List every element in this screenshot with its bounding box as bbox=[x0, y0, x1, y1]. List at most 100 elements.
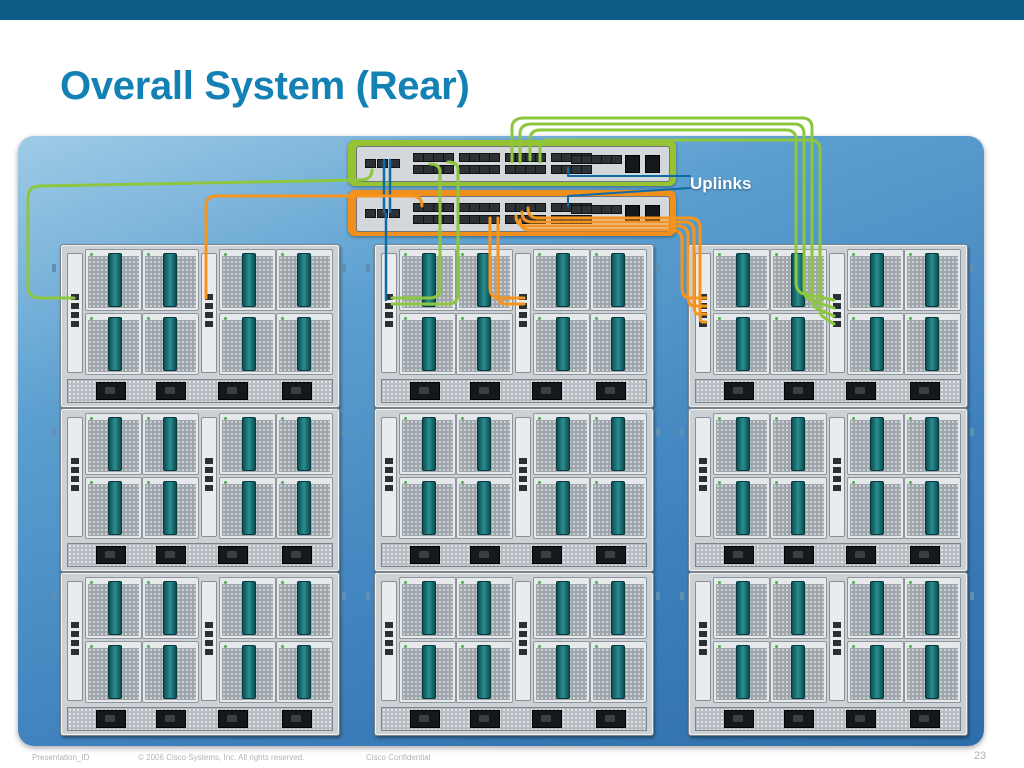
status-led bbox=[224, 317, 227, 320]
io-port bbox=[699, 303, 707, 309]
status-led bbox=[538, 417, 541, 420]
power-supply-inlet bbox=[282, 382, 312, 400]
power-plug bbox=[419, 387, 429, 394]
power-supply-row bbox=[67, 707, 333, 731]
blade-chassis bbox=[60, 244, 340, 408]
power-plug bbox=[419, 715, 429, 722]
io-port bbox=[833, 622, 841, 628]
blade-bay bbox=[456, 477, 513, 539]
blade-bay bbox=[142, 249, 199, 311]
status-led bbox=[538, 253, 541, 256]
status-led bbox=[852, 253, 855, 256]
io-port bbox=[699, 649, 707, 655]
io-module bbox=[381, 417, 397, 537]
io-port bbox=[205, 476, 213, 482]
io-module bbox=[829, 581, 845, 701]
status-led bbox=[90, 645, 93, 648]
blade-bay bbox=[847, 413, 904, 475]
mount-ear bbox=[366, 264, 370, 272]
io-port bbox=[71, 467, 79, 473]
io-port bbox=[833, 467, 841, 473]
status-led bbox=[538, 581, 541, 584]
bay-handle bbox=[108, 645, 122, 699]
sfp-port bbox=[489, 165, 500, 174]
power-supply-row bbox=[381, 379, 647, 403]
io-port bbox=[833, 303, 841, 309]
mount-ear bbox=[970, 264, 974, 272]
io-port bbox=[385, 294, 393, 300]
bay-handle bbox=[108, 253, 122, 307]
bay-handle bbox=[611, 645, 625, 699]
io-module bbox=[695, 581, 711, 701]
management-port bbox=[377, 159, 388, 168]
status-led bbox=[595, 481, 598, 484]
blade-bay bbox=[456, 641, 513, 703]
blade-bay bbox=[399, 577, 456, 639]
status-led bbox=[281, 481, 284, 484]
mount-ear bbox=[366, 428, 370, 436]
io-port bbox=[699, 631, 707, 637]
blade-bay bbox=[533, 313, 590, 375]
bay-handle bbox=[870, 581, 884, 635]
io-port bbox=[833, 649, 841, 655]
sfp-port bbox=[535, 165, 546, 174]
io-port bbox=[71, 640, 79, 646]
status-led bbox=[595, 581, 598, 584]
io-port bbox=[385, 649, 393, 655]
io-module bbox=[695, 253, 711, 373]
io-module bbox=[381, 581, 397, 701]
power-supply-inlet bbox=[218, 546, 248, 564]
io-port bbox=[699, 294, 707, 300]
power-supply-inlet bbox=[96, 710, 126, 728]
io-port bbox=[833, 458, 841, 464]
status-led bbox=[718, 253, 721, 256]
bay-handle bbox=[611, 317, 625, 371]
status-led bbox=[404, 317, 407, 320]
io-port bbox=[833, 485, 841, 491]
power-plug bbox=[605, 387, 615, 394]
blade-bay bbox=[847, 577, 904, 639]
status-led bbox=[718, 645, 721, 648]
blade-bay bbox=[713, 477, 770, 539]
io-port bbox=[699, 485, 707, 491]
blade-bay bbox=[276, 577, 333, 639]
mount-ear bbox=[680, 428, 684, 436]
bay-handle bbox=[870, 317, 884, 371]
status-led bbox=[595, 317, 598, 320]
power-plug bbox=[479, 387, 489, 394]
power-supply-inlet bbox=[596, 546, 626, 564]
io-port bbox=[385, 485, 393, 491]
io-module bbox=[829, 417, 845, 537]
io-port bbox=[519, 631, 527, 637]
bay-handle bbox=[556, 581, 570, 635]
bay-handle bbox=[736, 581, 750, 635]
blade-chassis bbox=[374, 244, 654, 408]
power-plug bbox=[793, 551, 803, 558]
io-module bbox=[67, 253, 83, 373]
power-plug bbox=[165, 551, 175, 558]
bay-handle bbox=[163, 581, 177, 635]
power-inlet bbox=[625, 155, 640, 173]
blade-bay bbox=[219, 413, 276, 475]
bay-handle bbox=[736, 317, 750, 371]
bay-handle bbox=[422, 417, 436, 471]
status-led bbox=[224, 645, 227, 648]
status-led bbox=[595, 417, 598, 420]
sfp-port bbox=[535, 153, 546, 162]
status-led bbox=[538, 481, 541, 484]
io-port bbox=[519, 476, 527, 482]
bay-handle bbox=[242, 317, 256, 371]
power-supply-inlet bbox=[532, 546, 562, 564]
power-supply-inlet bbox=[596, 382, 626, 400]
top-banner bbox=[0, 0, 1024, 20]
io-port bbox=[833, 321, 841, 327]
io-port bbox=[205, 467, 213, 473]
io-port bbox=[71, 485, 79, 491]
io-port bbox=[205, 631, 213, 637]
mount-ear bbox=[52, 592, 56, 600]
io-port bbox=[205, 321, 213, 327]
status-led bbox=[147, 481, 150, 484]
power-supply-row bbox=[67, 543, 333, 567]
io-port bbox=[385, 321, 393, 327]
power-plug bbox=[165, 715, 175, 722]
